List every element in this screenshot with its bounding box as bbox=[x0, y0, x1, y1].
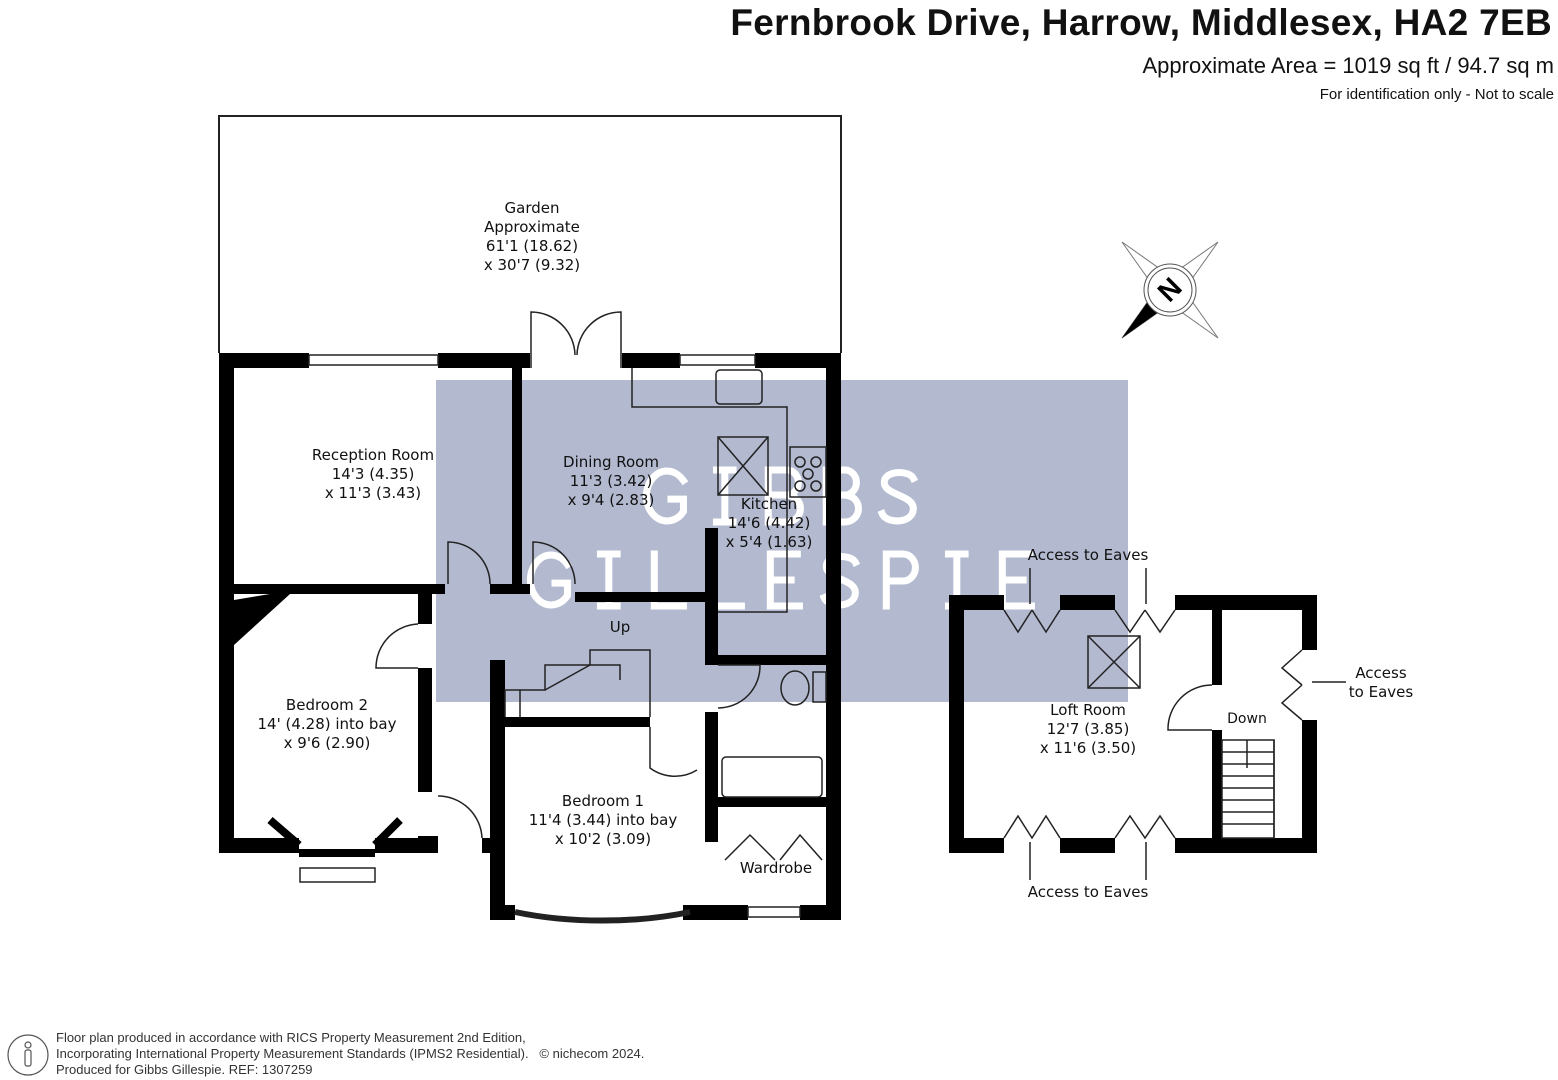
identification-note: For identification only - Not to scale bbox=[1319, 86, 1554, 103]
reception-label: Reception Room bbox=[312, 446, 434, 464]
garden-length: 61'1 (18.62) bbox=[486, 237, 578, 255]
dining-label: Dining Room bbox=[563, 453, 659, 471]
garden-note: Approximate bbox=[484, 218, 580, 236]
wardrobe-label: Wardrobe bbox=[740, 859, 812, 877]
bedroom1-label: Bedroom 1 bbox=[562, 792, 644, 810]
watermark-glyph bbox=[530, 555, 567, 605]
watermark-glyph bbox=[716, 470, 733, 522]
footer-line2: Incorporating International Property Mea… bbox=[56, 1046, 529, 1061]
bedroom2-length: 14' (4.28) into bay bbox=[258, 715, 397, 733]
loft-width: x 11'6 (3.50) bbox=[1040, 739, 1136, 757]
footer-line3: Produced for Gibbs Gillespie. REF: 13072… bbox=[56, 1062, 313, 1077]
garden-width: x 30'7 (9.32) bbox=[484, 256, 580, 274]
garden-label: Garden bbox=[505, 199, 560, 217]
stairs-down-label: Down bbox=[1227, 711, 1267, 727]
loft-fixtures bbox=[1003, 568, 1346, 880]
watermark-band bbox=[436, 380, 1128, 702]
bedroom2-width: x 9'6 (2.90) bbox=[284, 734, 371, 752]
person-icon bbox=[7, 1034, 49, 1076]
kitchen-width: x 5'4 (1.63) bbox=[726, 533, 813, 551]
bedroom1-width: x 10'2 (3.09) bbox=[555, 830, 651, 848]
dining-width: x 9'4 (2.83) bbox=[568, 491, 655, 509]
stairs-up-label: Up bbox=[610, 618, 631, 636]
garden-outline bbox=[218, 115, 842, 353]
loft-walls bbox=[949, 595, 1317, 853]
reception-width: x 11'3 (3.43) bbox=[325, 484, 421, 502]
watermark-glyph bbox=[770, 554, 799, 606]
kitchen-label: Kitchen bbox=[741, 495, 797, 513]
loft-label: Loft Room bbox=[1050, 701, 1126, 719]
property-address-title: Fernbrook Drive, Harrow, Middlesex, HA2 … bbox=[730, 2, 1552, 43]
north-compass-icon: N bbox=[1121, 241, 1219, 339]
ground-floor-walls bbox=[219, 353, 841, 920]
eaves-right-label-2: to Eaves bbox=[1349, 683, 1414, 701]
kitchen-length: 14'6 (4.42) bbox=[728, 514, 811, 532]
approximate-area: Approximate Area = 1019 sq ft / 94.7 sq … bbox=[1142, 53, 1554, 78]
footer-line1: Floor plan produced in accordance with R… bbox=[56, 1030, 526, 1045]
reception-length: 14'3 (4.35) bbox=[332, 465, 415, 483]
watermark-glyph bbox=[654, 554, 683, 606]
bedroom2-label: Bedroom 2 bbox=[286, 696, 368, 714]
footer-notes: Floor plan produced in accordance with R… bbox=[56, 1030, 644, 1078]
eaves-bottom-label: Access to Eaves bbox=[1028, 883, 1149, 901]
eaves-right-label: Access bbox=[1355, 664, 1407, 682]
fixtures bbox=[267, 311, 827, 924]
dining-length: 11'3 (3.42) bbox=[570, 472, 653, 490]
room-labels: Garden Approximate 61'1 (18.62) x 30'7 (… bbox=[258, 199, 1414, 901]
watermark-glyph bbox=[886, 554, 915, 606]
copyright: © nichecom 2024. bbox=[539, 1046, 645, 1061]
watermark-glyph bbox=[882, 473, 913, 521]
watermark-glyph bbox=[646, 471, 683, 521]
loft-length: 12'7 (3.85) bbox=[1047, 720, 1130, 738]
eaves-top-label: Access to Eaves bbox=[1028, 546, 1149, 564]
watermark-glyph bbox=[1002, 554, 1031, 606]
bedroom1-length: 11'4 (3.44) into bay bbox=[529, 811, 678, 829]
